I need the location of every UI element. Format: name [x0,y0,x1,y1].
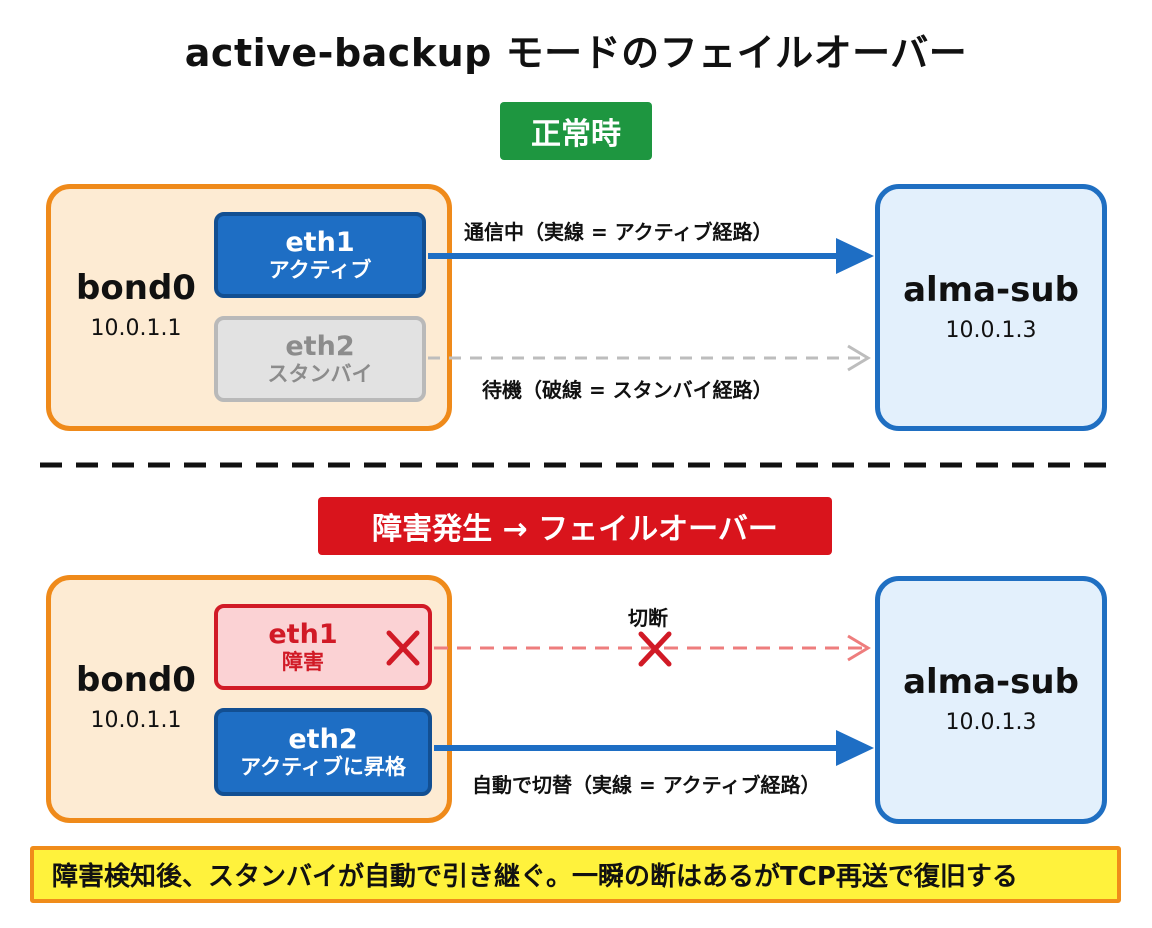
switch-path-label: 自動で切替（実線 = アクティブ経路） [472,773,821,797]
remote-name-failure: alma-sub [903,662,1079,702]
remote-box-normal [875,184,1107,431]
summary-note: 障害検知後、スタンバイが自動で引き継ぐ。一瞬の断はあるがTCP再送で復旧する [30,846,1121,903]
nic-eth2-promoted: eth2 アクティブに昇格 [214,708,432,796]
failed-path-arrow [434,634,871,662]
standby-path-arrow [428,344,871,372]
remote-box-failure [875,576,1107,824]
summary-note-text: 障害検知後、スタンバイが自動で引き継ぐ。一瞬の断はあるがTCP再送で復旧する [52,862,1018,892]
normal-state-badge: 正常時 [500,102,652,160]
nic-eth2-standby: eth2 スタンバイ [214,316,426,402]
nic-role: 障害 [282,650,324,675]
host-ip-normal: 10.0.1.1 [90,316,182,341]
nic-name: eth2 [285,331,355,363]
failure-state-badge: 障害発生 → フェイルオーバー [318,497,832,555]
nic-name: eth1 [285,227,355,259]
active-path-arrow [428,238,874,274]
remote-ip-failure: 10.0.1.3 [945,710,1037,735]
remote-name-normal: alma-sub [903,270,1079,310]
nic-role: スタンバイ [267,362,373,387]
remote-ip-normal: 10.0.1.3 [945,318,1037,343]
failure-x-icon [386,630,420,666]
nic-role: アクティブ [268,258,372,283]
nic-name: eth1 [268,619,338,651]
standby-path-label: 待機（破線 = スタンバイ経路） [482,378,773,402]
host-name-failure: bond0 [76,660,196,700]
nic-eth1-failed: eth1 障害 [214,604,432,690]
host-ip-failure: 10.0.1.1 [90,708,182,733]
nic-eth1-active: eth1 アクティブ [214,212,426,298]
nic-role: アクティブに昇格 [240,755,406,780]
link-cut-x-icon [638,631,672,667]
switched-path-arrow [434,730,874,766]
nic-name: eth2 [288,724,358,756]
cut-label: 切断 [628,606,668,630]
active-path-label: 通信中（実線 = アクティブ経路） [464,220,773,244]
host-name-normal: bond0 [76,268,196,308]
diagram-title: active-backup モードのフェイルオーバー [184,31,968,75]
